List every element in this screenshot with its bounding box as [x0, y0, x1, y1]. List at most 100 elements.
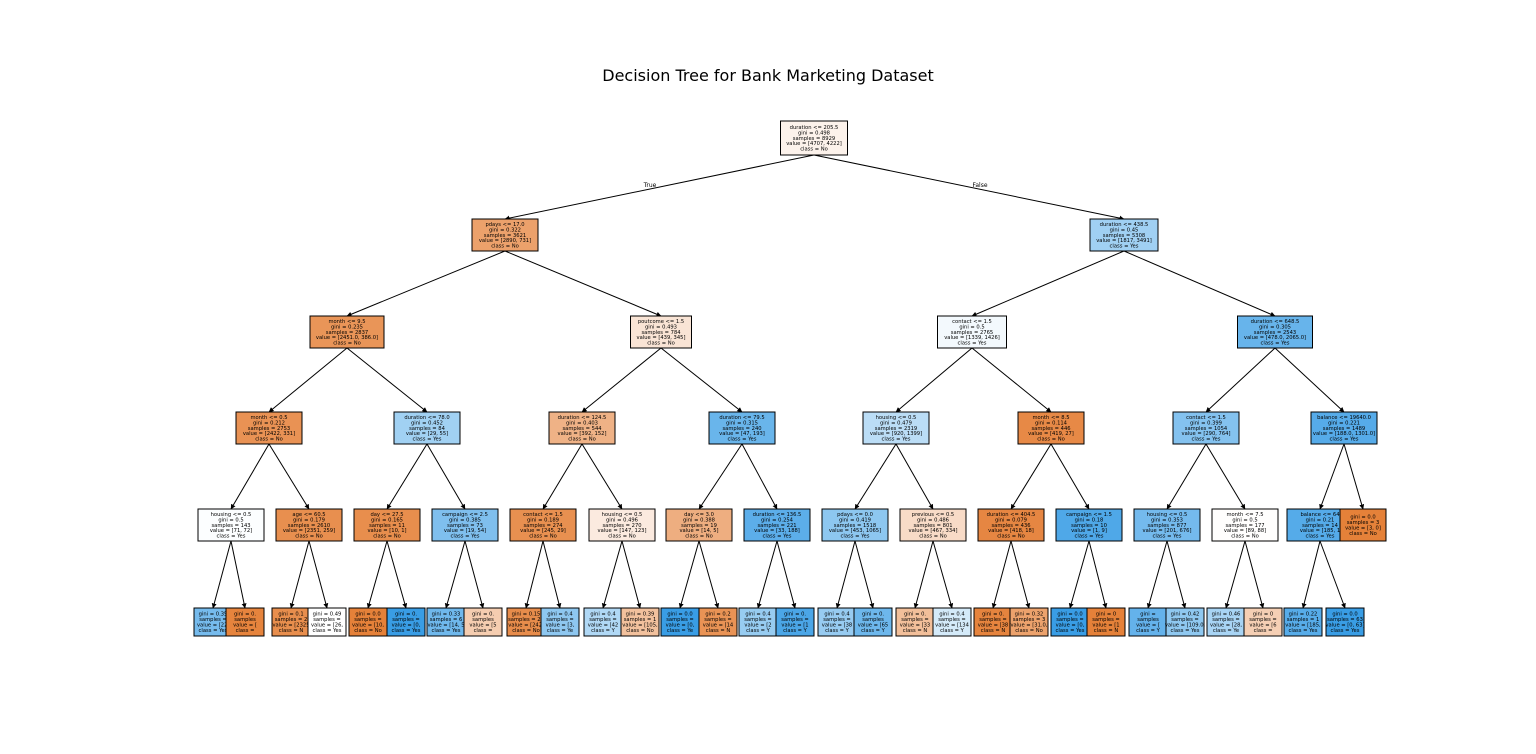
tree-node-line: value = [188.0, 1301.0] — [1313, 431, 1375, 437]
tree-node-line: class = Yes — [392, 628, 421, 634]
tree-node-box — [1128, 607, 1168, 637]
tree-node-line: class = Yes — [1075, 534, 1104, 540]
tree-node-line: value = [26, — [311, 623, 343, 629]
tree-node-box — [1211, 508, 1279, 542]
tree-node-line: month <= 0.5 — [250, 415, 287, 421]
edge-26-54 — [1088, 540, 1108, 609]
tree-node-line: samples = — [199, 617, 227, 623]
tree-node-line: gini = 0.5 — [1232, 517, 1257, 523]
tree-node-line: samples = 801 — [913, 523, 952, 529]
tree-node-line: month <= 7.5 — [1226, 512, 1263, 518]
tree-node-box — [197, 508, 265, 542]
tree-node-box — [853, 607, 893, 637]
tree-node-line: gini = 0.353 — [1151, 517, 1183, 523]
tree-node-line: class = Yes — [882, 437, 911, 443]
tree-node-line: gini = 0.46 — [1212, 612, 1241, 618]
tree-node-line: samples = 1 — [624, 617, 657, 623]
tree-node-line: class = Y — [825, 628, 850, 634]
tree-node-line: samples = 2837 — [326, 330, 368, 336]
edge-4-9 — [581, 347, 662, 413]
tree-node-line: samples = — [589, 617, 617, 623]
tree-node-box — [548, 411, 616, 445]
tree-node-line: gini = 0 — [1096, 612, 1116, 618]
tree-node-line: value = [185, — [1285, 623, 1321, 629]
edge-10-22 — [741, 443, 778, 510]
tree-node-line: value = [0, — [1056, 623, 1085, 629]
edge-19-40 — [542, 540, 562, 609]
tree-node-line: class = Yes — [1331, 628, 1360, 634]
edge-14-30 — [1343, 443, 1365, 510]
tree-node-line: class = — [236, 628, 255, 634]
tree-node-line: gini = 0. — [395, 612, 417, 618]
tree-node-line: samples = 143 — [211, 523, 250, 529]
tree-node-line: samples — [862, 617, 884, 623]
tree-node-line: gini = 0.1 — [278, 612, 303, 618]
tree-node-line: pdays <= 0.0 — [837, 512, 873, 518]
edge-13-27 — [1166, 443, 1207, 510]
tree-node-line: samples = 14 — [1302, 523, 1339, 529]
tree-node-line: samples = 10 — [1071, 523, 1107, 529]
tree-node-line: class = No — [685, 534, 713, 540]
tree-node-line: class = Yes — [451, 534, 480, 540]
tree-node-line: value = [22, — [197, 623, 229, 629]
tree-node-line: samples = 2753 — [248, 426, 290, 432]
edge-7-16 — [268, 443, 310, 510]
tree-node-line: gini = 0.0 — [1057, 612, 1082, 618]
tree-node-line: samples = 436 — [991, 523, 1030, 529]
tree-node-box — [463, 607, 503, 637]
edge-27-56 — [1166, 540, 1187, 609]
tree-node-line: class = No — [255, 437, 283, 443]
tree-node-box — [1017, 411, 1085, 445]
tree-node-line: gini = 0.18 — [1075, 517, 1104, 523]
tree-node-line: value = [1 — [781, 623, 808, 629]
tree-node-line: class = Y — [746, 628, 771, 634]
tree-node-line: samples = — [781, 617, 809, 623]
edge-16-33 — [289, 540, 310, 609]
tree-node-line: value = [28, — [1210, 623, 1242, 629]
tree-node-line: value = [453, 1065] — [829, 528, 881, 534]
tree-node-line: value = [245, 29] — [520, 528, 566, 534]
tree-node-line: class = Yes — [1153, 534, 1182, 540]
edge-10-21 — [698, 443, 743, 510]
tree-node-line: class = Y — [591, 628, 616, 634]
tree-node-line: samples = — [1171, 617, 1199, 623]
tree-node-line: duration <= 136.5 — [753, 512, 802, 518]
edge-29-60 — [1319, 540, 1346, 609]
edge-7-15 — [230, 443, 270, 510]
edge-1-4 — [504, 250, 662, 317]
tree-node-line: class = Yes — [1192, 437, 1221, 443]
tree-node-box — [235, 411, 303, 445]
tree-node-line: gini = 0.22 — [1289, 612, 1318, 618]
tree-node-line: gini = 0.5 — [959, 324, 984, 330]
edge-23-47 — [835, 540, 856, 609]
tree-node-line: samples = — [313, 617, 341, 623]
edge-22-46 — [776, 540, 797, 609]
tree-node-line: duration <= 205.5 — [790, 125, 839, 131]
tree-node-box — [1133, 508, 1201, 542]
tree-node-line: class = Ye — [547, 628, 573, 634]
tree-node-line: samples = 240 — [722, 426, 761, 432]
tree-node-line: gini = 0.399 — [1190, 420, 1222, 426]
tree-node-line: samples = — [1056, 617, 1084, 623]
tree-node-line: samples = — [666, 617, 694, 623]
tree-node-line: class = Y — [783, 628, 808, 634]
tree-node-line: gini = 0.45 — [1110, 227, 1139, 233]
tree-node-line: gini = 0.32 — [1015, 612, 1044, 618]
tree-node-box — [899, 508, 967, 542]
tree-node-line: age <= 60.5 — [292, 512, 325, 518]
edge-9-20 — [581, 443, 623, 510]
tree-node-line: value = [89, 88] — [1224, 528, 1266, 534]
tree-node-line: class = Yes — [1110, 244, 1139, 250]
edge-label-false: False — [972, 182, 987, 189]
tree-node-line: gini = 0.493 — [645, 324, 677, 330]
